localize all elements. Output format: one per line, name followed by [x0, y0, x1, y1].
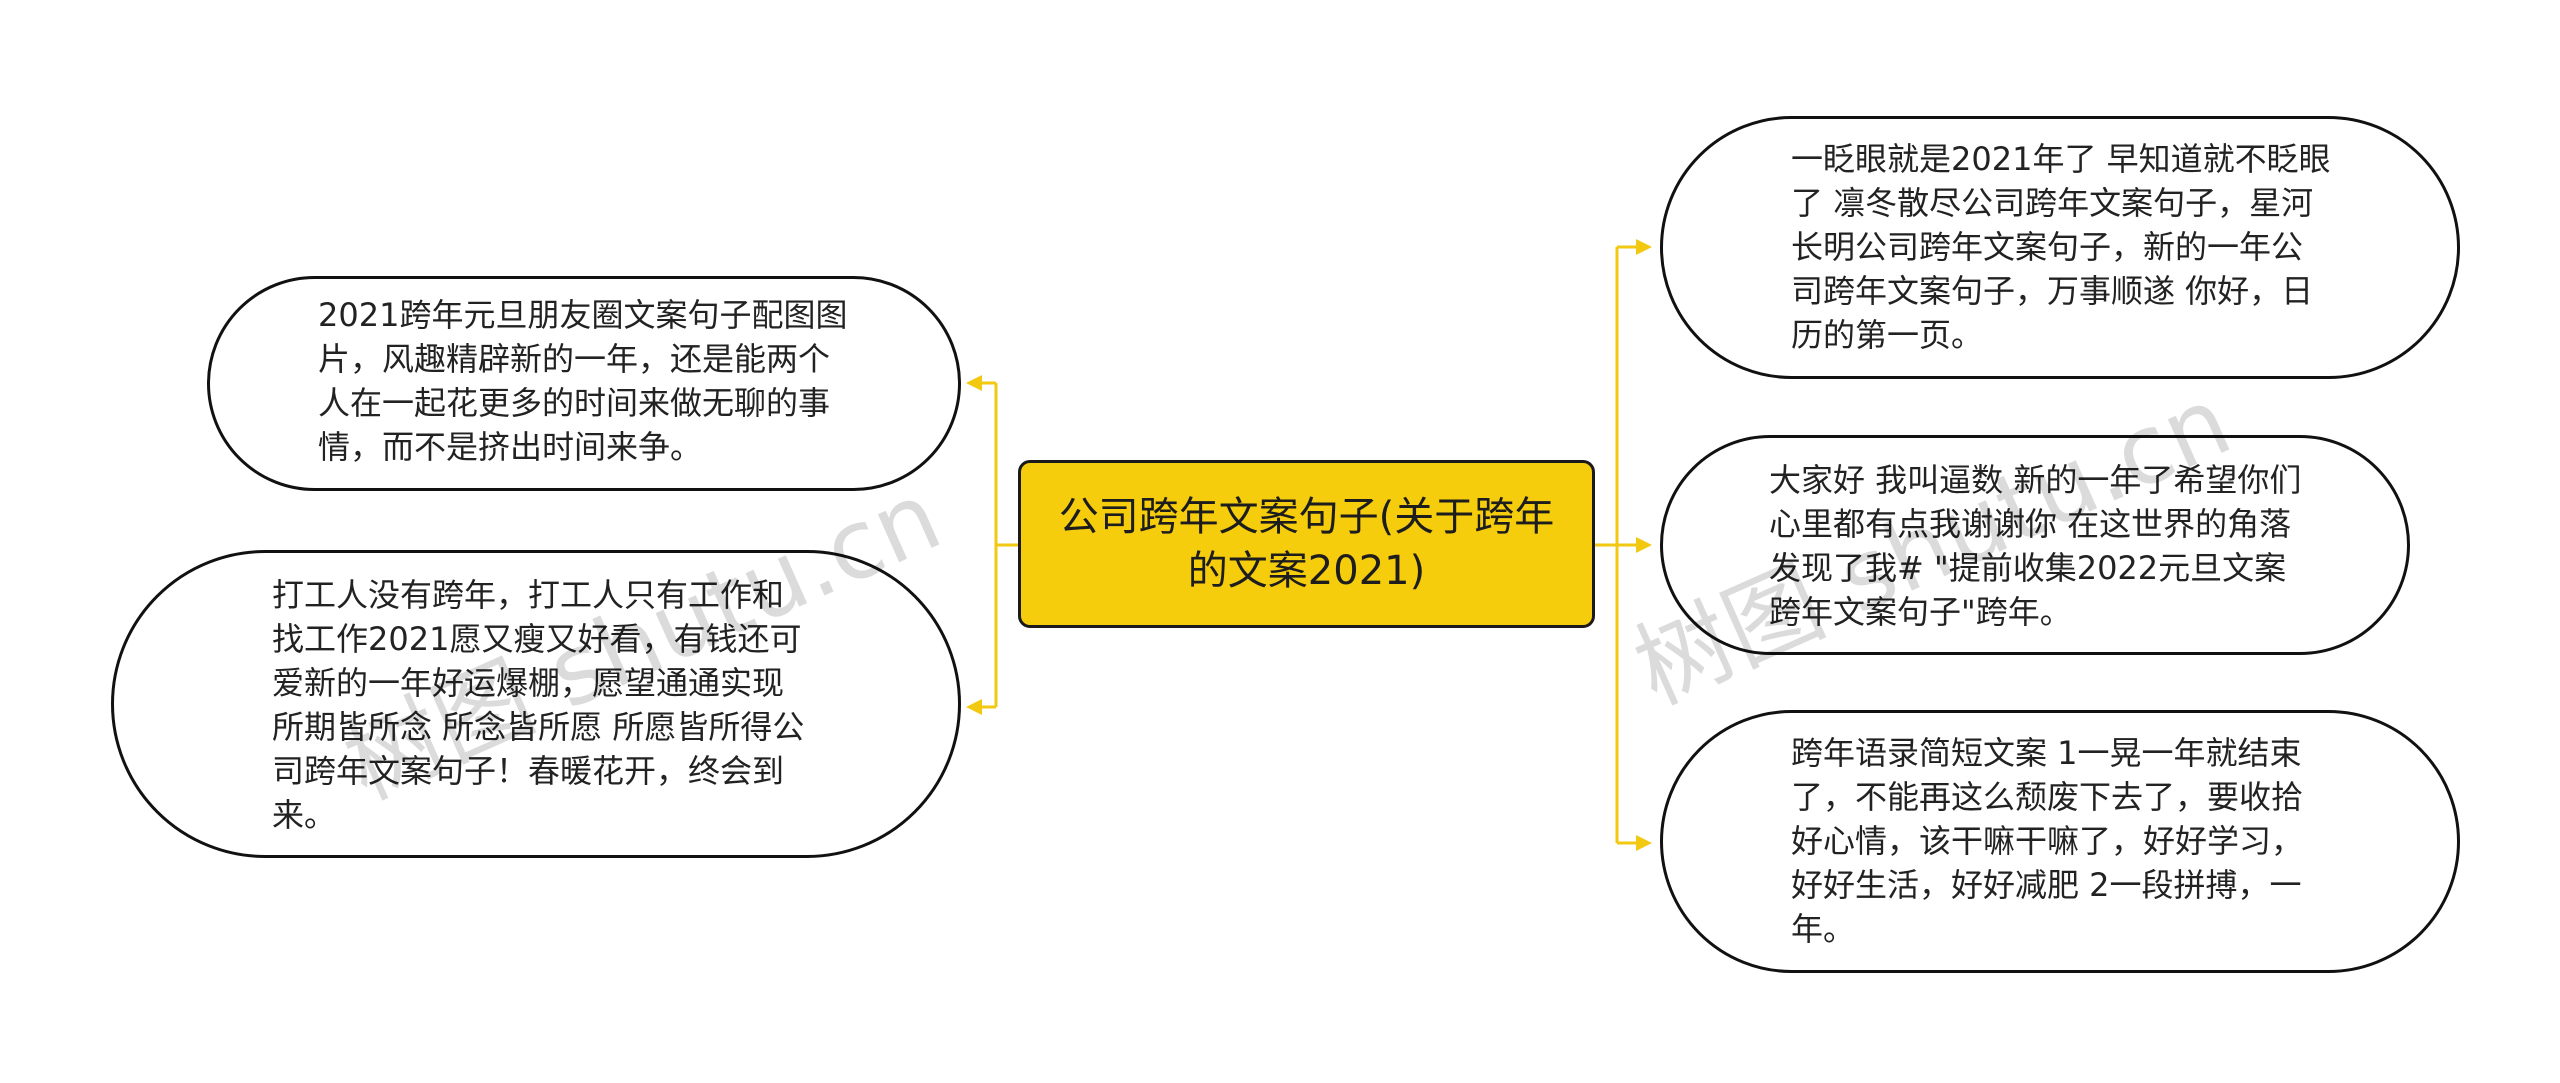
- branch-right-1-text: 一眨眼就是2021年了 早知道就不眨眼了 凛冬散尽公司跨年文案句子，星河长明公司…: [1791, 140, 2331, 354]
- branch-right-3[interactable]: 跨年语录简短文案 1一晃一年就结束了，不能再这么颓废下去了，要收拾好心情，该干嘛…: [1660, 710, 2460, 973]
- arrow-left-1: [966, 375, 982, 391]
- branch-left-1-text: 2021跨年元旦朋友圈文案句子配图图片，风趣精辟新的一年，还是能两个人在一起花更…: [318, 296, 848, 466]
- connector-left-trunk: [994, 383, 1018, 707]
- arrow-right-1: [1636, 239, 1652, 255]
- arrow-right-3: [1636, 835, 1652, 851]
- connector-right-trunk: [1595, 247, 1619, 843]
- branch-right-3-text: 跨年语录简短文案 1一晃一年就结束了，不能再这么颓废下去了，要收拾好心情，该干嘛…: [1791, 734, 2304, 948]
- branch-right-1[interactable]: 一眨眼就是2021年了 早知道就不眨眼了 凛冬散尽公司跨年文案句子，星河长明公司…: [1660, 116, 2460, 379]
- branch-left-2-text: 打工人没有跨年，打工人只有工作和找工作2021愿又瘦又好看，有钱还可爱新的一年好…: [272, 576, 805, 834]
- branch-right-2-text: 大家好 我叫逼数 新的一年了希望你们心里都有点我谢谢你 在这世界的角落 发现了我…: [1769, 461, 2302, 631]
- central-topic[interactable]: 公司跨年文案句子(关于跨年的文案2021): [1018, 460, 1595, 628]
- arrow-right-2: [1636, 537, 1652, 553]
- branch-left-1[interactable]: 2021跨年元旦朋友圈文案句子配图图片，风趣精辟新的一年，还是能两个人在一起花更…: [207, 276, 961, 491]
- branch-right-2[interactable]: 大家好 我叫逼数 新的一年了希望你们心里都有点我谢谢你 在这世界的角落 发现了我…: [1660, 435, 2410, 655]
- arrow-left-2: [966, 699, 982, 715]
- branch-left-2[interactable]: 打工人没有跨年，打工人只有工作和找工作2021愿又瘦又好看，有钱还可爱新的一年好…: [111, 550, 961, 858]
- central-topic-label: 公司跨年文案句子(关于跨年的文案2021): [1058, 494, 1555, 594]
